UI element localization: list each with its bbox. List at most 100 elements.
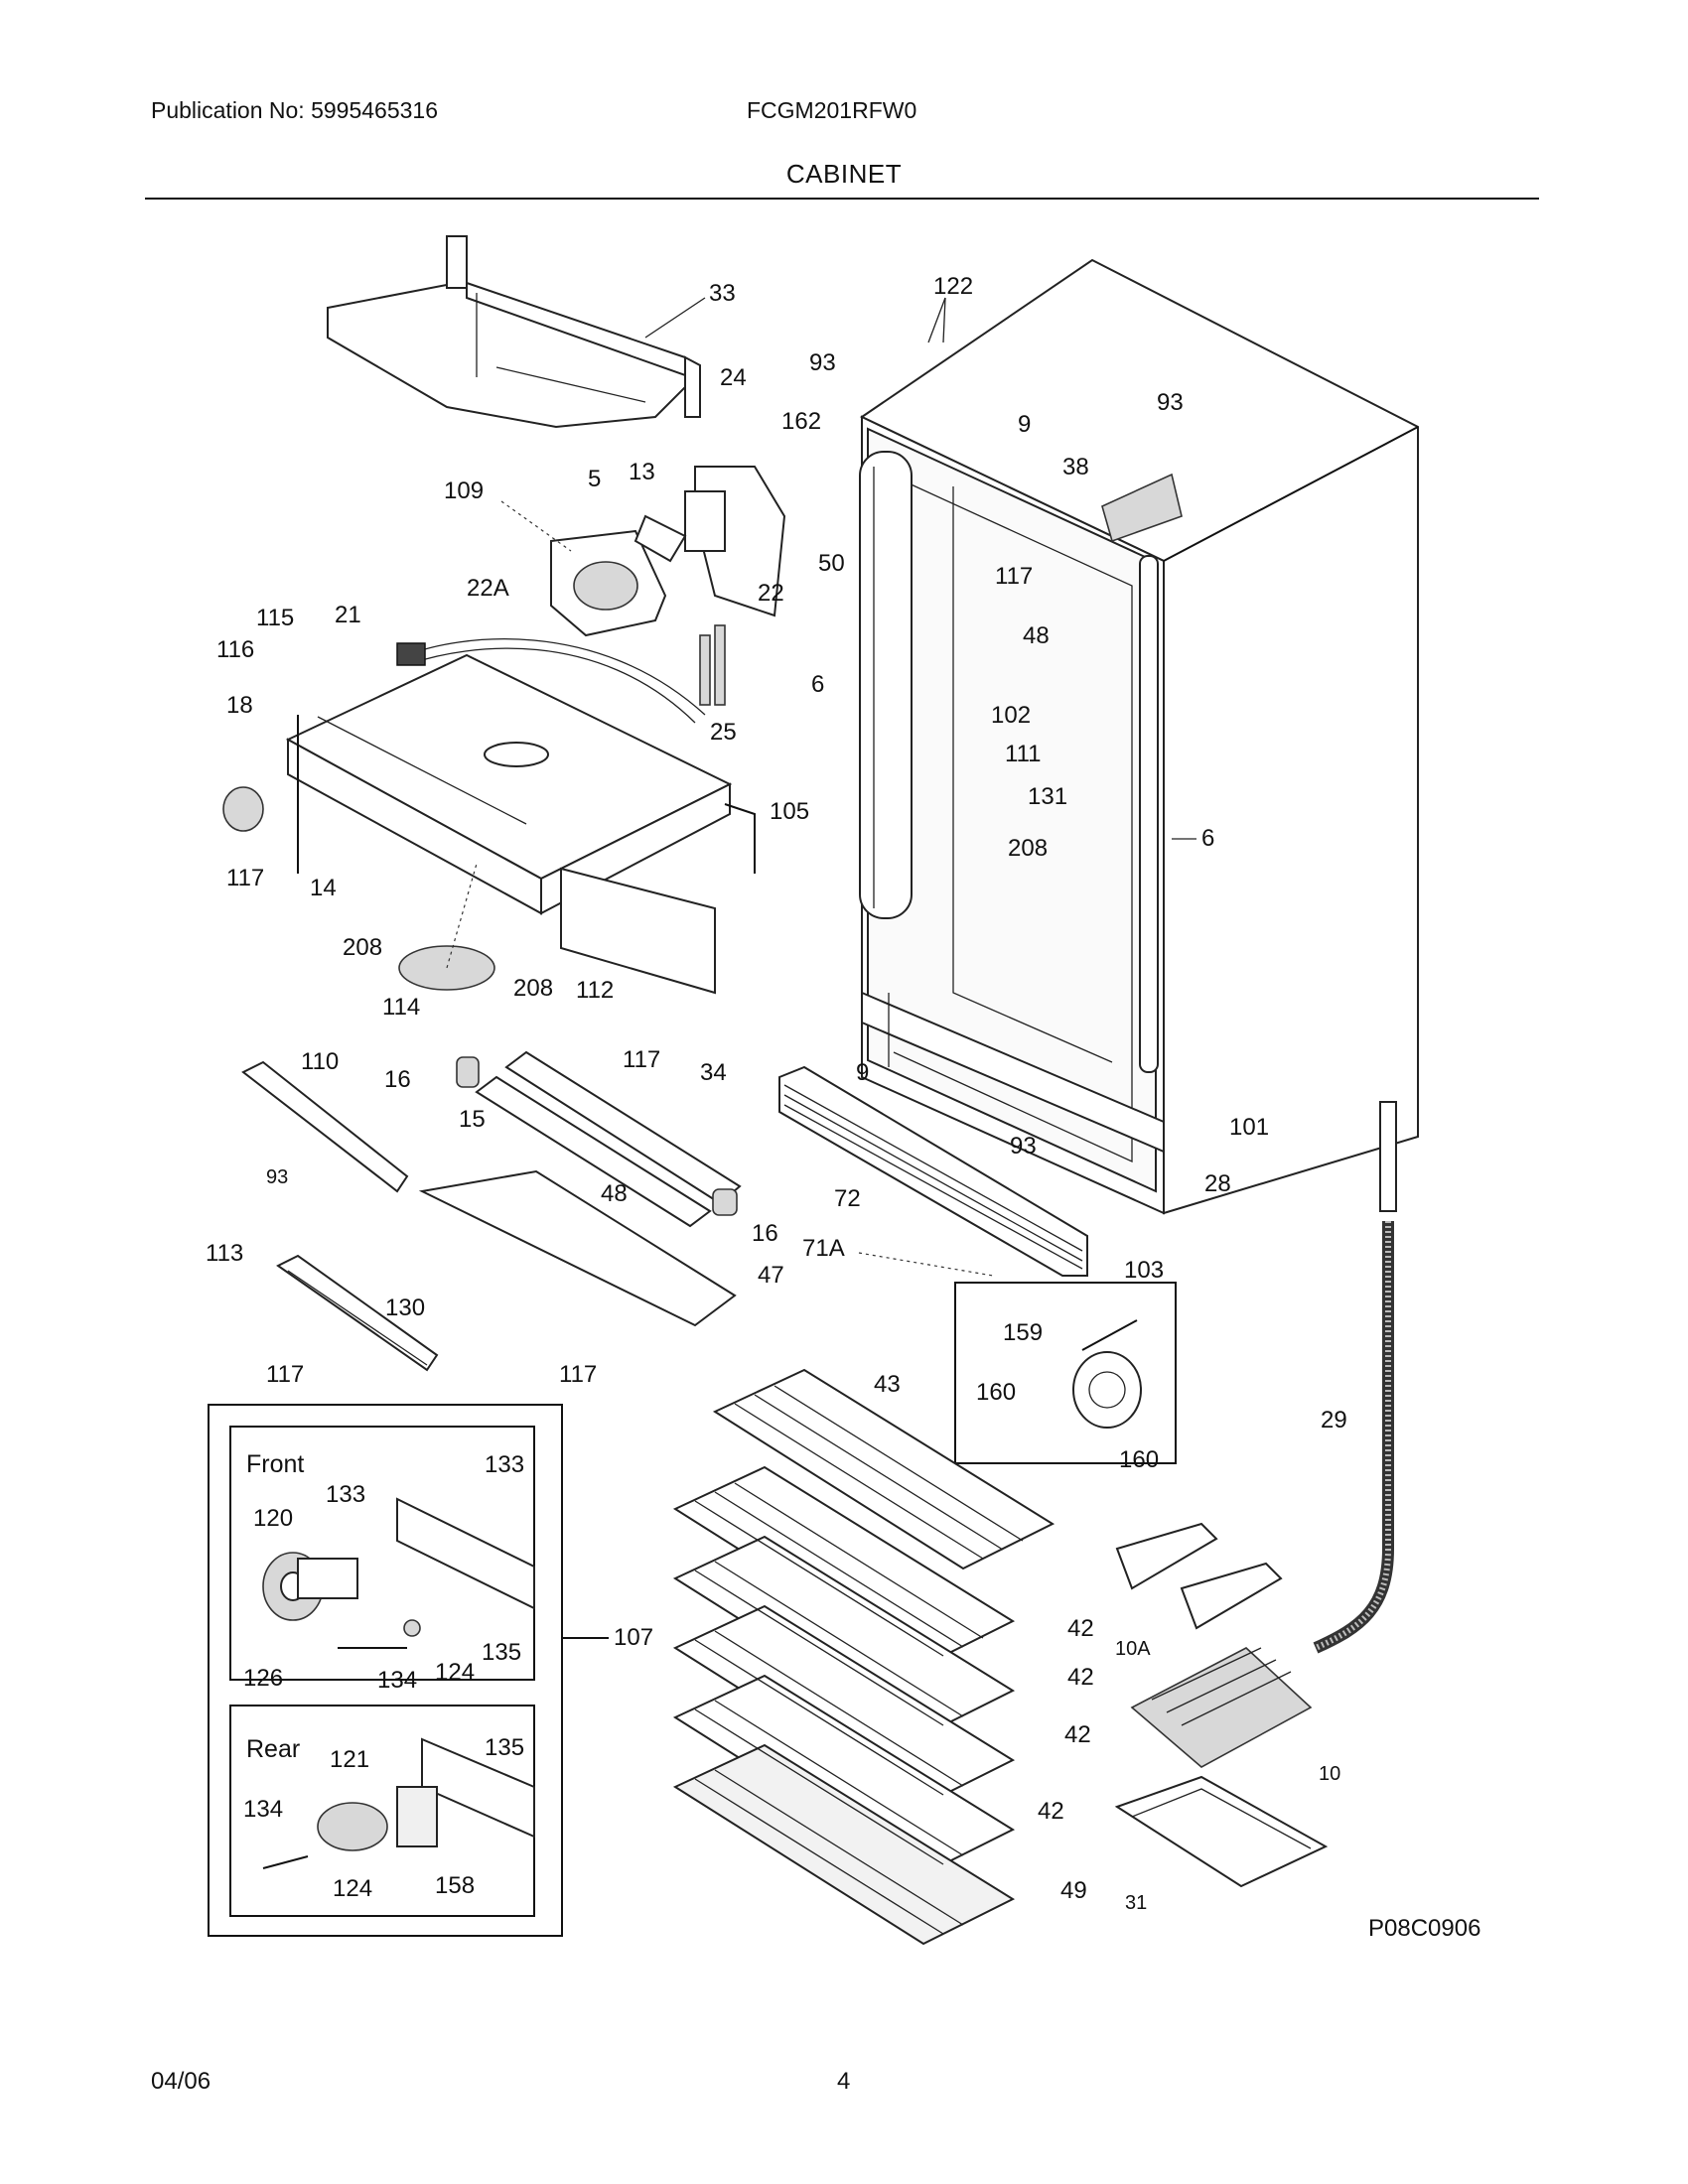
- callout-72: 72: [834, 1185, 861, 1212]
- callout-6-left: 6: [811, 671, 824, 698]
- model-number: FCGM201RFW0: [747, 97, 917, 123]
- callout-5: 5: [588, 466, 601, 492]
- callout-133-b: 133: [326, 1481, 365, 1508]
- callout-130: 130: [385, 1295, 425, 1321]
- callout-33: 33: [709, 280, 736, 307]
- casters-inset: [208, 1404, 609, 1937]
- callout-22a: 22A: [467, 575, 509, 602]
- callout-122: 122: [933, 273, 973, 300]
- callout-24: 24: [720, 364, 747, 391]
- callout-93-left: 93: [266, 1166, 288, 1188]
- callout-101: 101: [1229, 1114, 1269, 1141]
- toe-grille-part: [778, 1065, 1088, 1277]
- callout-109: 109: [444, 478, 484, 504]
- callout-labels: 33 122 24 93 162 9 93 109 5 13 38 50 22A…: [206, 273, 1480, 1942]
- callout-126: 126: [243, 1665, 283, 1692]
- callout-162: 162: [781, 408, 821, 435]
- publication-number: Publication No: 5995465316: [151, 97, 439, 123]
- callout-115: 115: [256, 605, 294, 631]
- callout-42-a: 42: [1067, 1615, 1094, 1642]
- callout-158: 158: [435, 1872, 475, 1899]
- callout-111: 111: [1005, 741, 1041, 767]
- footer-date: 04/06: [151, 2068, 211, 2095]
- callout-103: 103: [1124, 1257, 1164, 1284]
- header-rule: [145, 198, 1539, 200]
- callout-38: 38: [1062, 454, 1089, 480]
- callout-6-right: 6: [1201, 825, 1214, 852]
- callout-50: 50: [818, 550, 845, 577]
- evaporator-cover-part: [222, 638, 756, 915]
- callout-112: 112: [576, 977, 614, 1004]
- callout-120: 120: [253, 1505, 293, 1532]
- defrost-heater-parts: [1114, 1522, 1329, 1888]
- callout-124-b: 124: [333, 1875, 372, 1902]
- footer-page-number: 4: [837, 2068, 851, 2095]
- callout-107: 107: [614, 1624, 653, 1651]
- callout-10a: 10A: [1115, 1638, 1151, 1660]
- callout-47: 47: [758, 1262, 784, 1289]
- section-title: CABINET: [785, 159, 903, 189]
- light-module-inset: [954, 1282, 1177, 1464]
- callout-102: 102: [991, 702, 1031, 729]
- callout-135-b: 135: [485, 1734, 524, 1761]
- callout-42-c: 42: [1064, 1721, 1091, 1748]
- callout-49: 49: [1060, 1877, 1087, 1904]
- cabinet-body: [859, 258, 1419, 1215]
- callout-114: 114: [382, 994, 420, 1021]
- callout-14: 14: [310, 875, 337, 901]
- inset-rear-title: Rear: [246, 1735, 300, 1763]
- callout-93-top: 93: [809, 349, 836, 376]
- callout-16-a: 16: [384, 1066, 411, 1093]
- callout-42-b: 42: [1067, 1664, 1094, 1691]
- drain-hose-part: [1313, 1101, 1397, 1654]
- callout-121: 121: [330, 1746, 369, 1773]
- inset-front-title: Front: [246, 1450, 304, 1478]
- callout-22: 22: [758, 580, 784, 607]
- callout-25: 25: [710, 719, 737, 746]
- callout-15: 15: [459, 1106, 486, 1133]
- callout-28: 28: [1204, 1170, 1231, 1197]
- callout-43: 43: [874, 1371, 901, 1398]
- callout-131: 131: [1028, 783, 1067, 810]
- callout-18: 18: [226, 692, 253, 719]
- callout-31: 31: [1125, 1892, 1147, 1914]
- callout-105: 105: [770, 798, 809, 825]
- callout-34: 34: [700, 1059, 727, 1086]
- callout-113: 113: [206, 1240, 243, 1267]
- callout-117-e: 117: [559, 1361, 597, 1388]
- callout-48-a: 48: [1023, 622, 1050, 649]
- callout-134-a: 134: [377, 1667, 417, 1694]
- callout-16-b: 16: [752, 1220, 778, 1247]
- callout-110: 110: [301, 1048, 339, 1075]
- callout-160-b: 160: [1119, 1446, 1159, 1473]
- callout-9-top: 9: [1018, 411, 1031, 438]
- wire-shelves: [672, 1368, 1055, 1946]
- lighting-parts: [241, 1050, 742, 1372]
- callout-135-a: 135: [482, 1639, 521, 1666]
- callout-208-c: 208: [513, 975, 553, 1002]
- callout-9-bottom: 9: [856, 1059, 869, 1086]
- callout-117-a: 117: [995, 563, 1033, 590]
- callout-116: 116: [216, 636, 254, 663]
- callout-71a: 71A: [802, 1235, 845, 1262]
- callout-29: 29: [1321, 1407, 1347, 1433]
- callout-208-a: 208: [1008, 835, 1048, 862]
- callout-117-d: 117: [266, 1361, 304, 1388]
- fan-motor-assembly: [550, 466, 786, 706]
- callout-93-right: 93: [1157, 389, 1184, 416]
- callout-42-d: 42: [1038, 1798, 1064, 1825]
- top-cover-part: [327, 235, 701, 429]
- callout-160-a: 160: [976, 1379, 1016, 1406]
- callout-208-b: 208: [343, 934, 382, 961]
- callout-124-a: 124: [435, 1659, 475, 1686]
- callout-133-a: 133: [485, 1451, 524, 1478]
- lower-panel-part: [398, 863, 716, 995]
- callout-117-b: 117: [226, 865, 264, 891]
- callout-10: 10: [1319, 1763, 1340, 1785]
- callout-93-bottom: 93: [1010, 1133, 1037, 1160]
- callout-21: 21: [335, 602, 361, 628]
- callout-48-b: 48: [601, 1180, 628, 1207]
- diagram-code: P08C0906: [1368, 1915, 1480, 1942]
- callout-13: 13: [629, 459, 655, 485]
